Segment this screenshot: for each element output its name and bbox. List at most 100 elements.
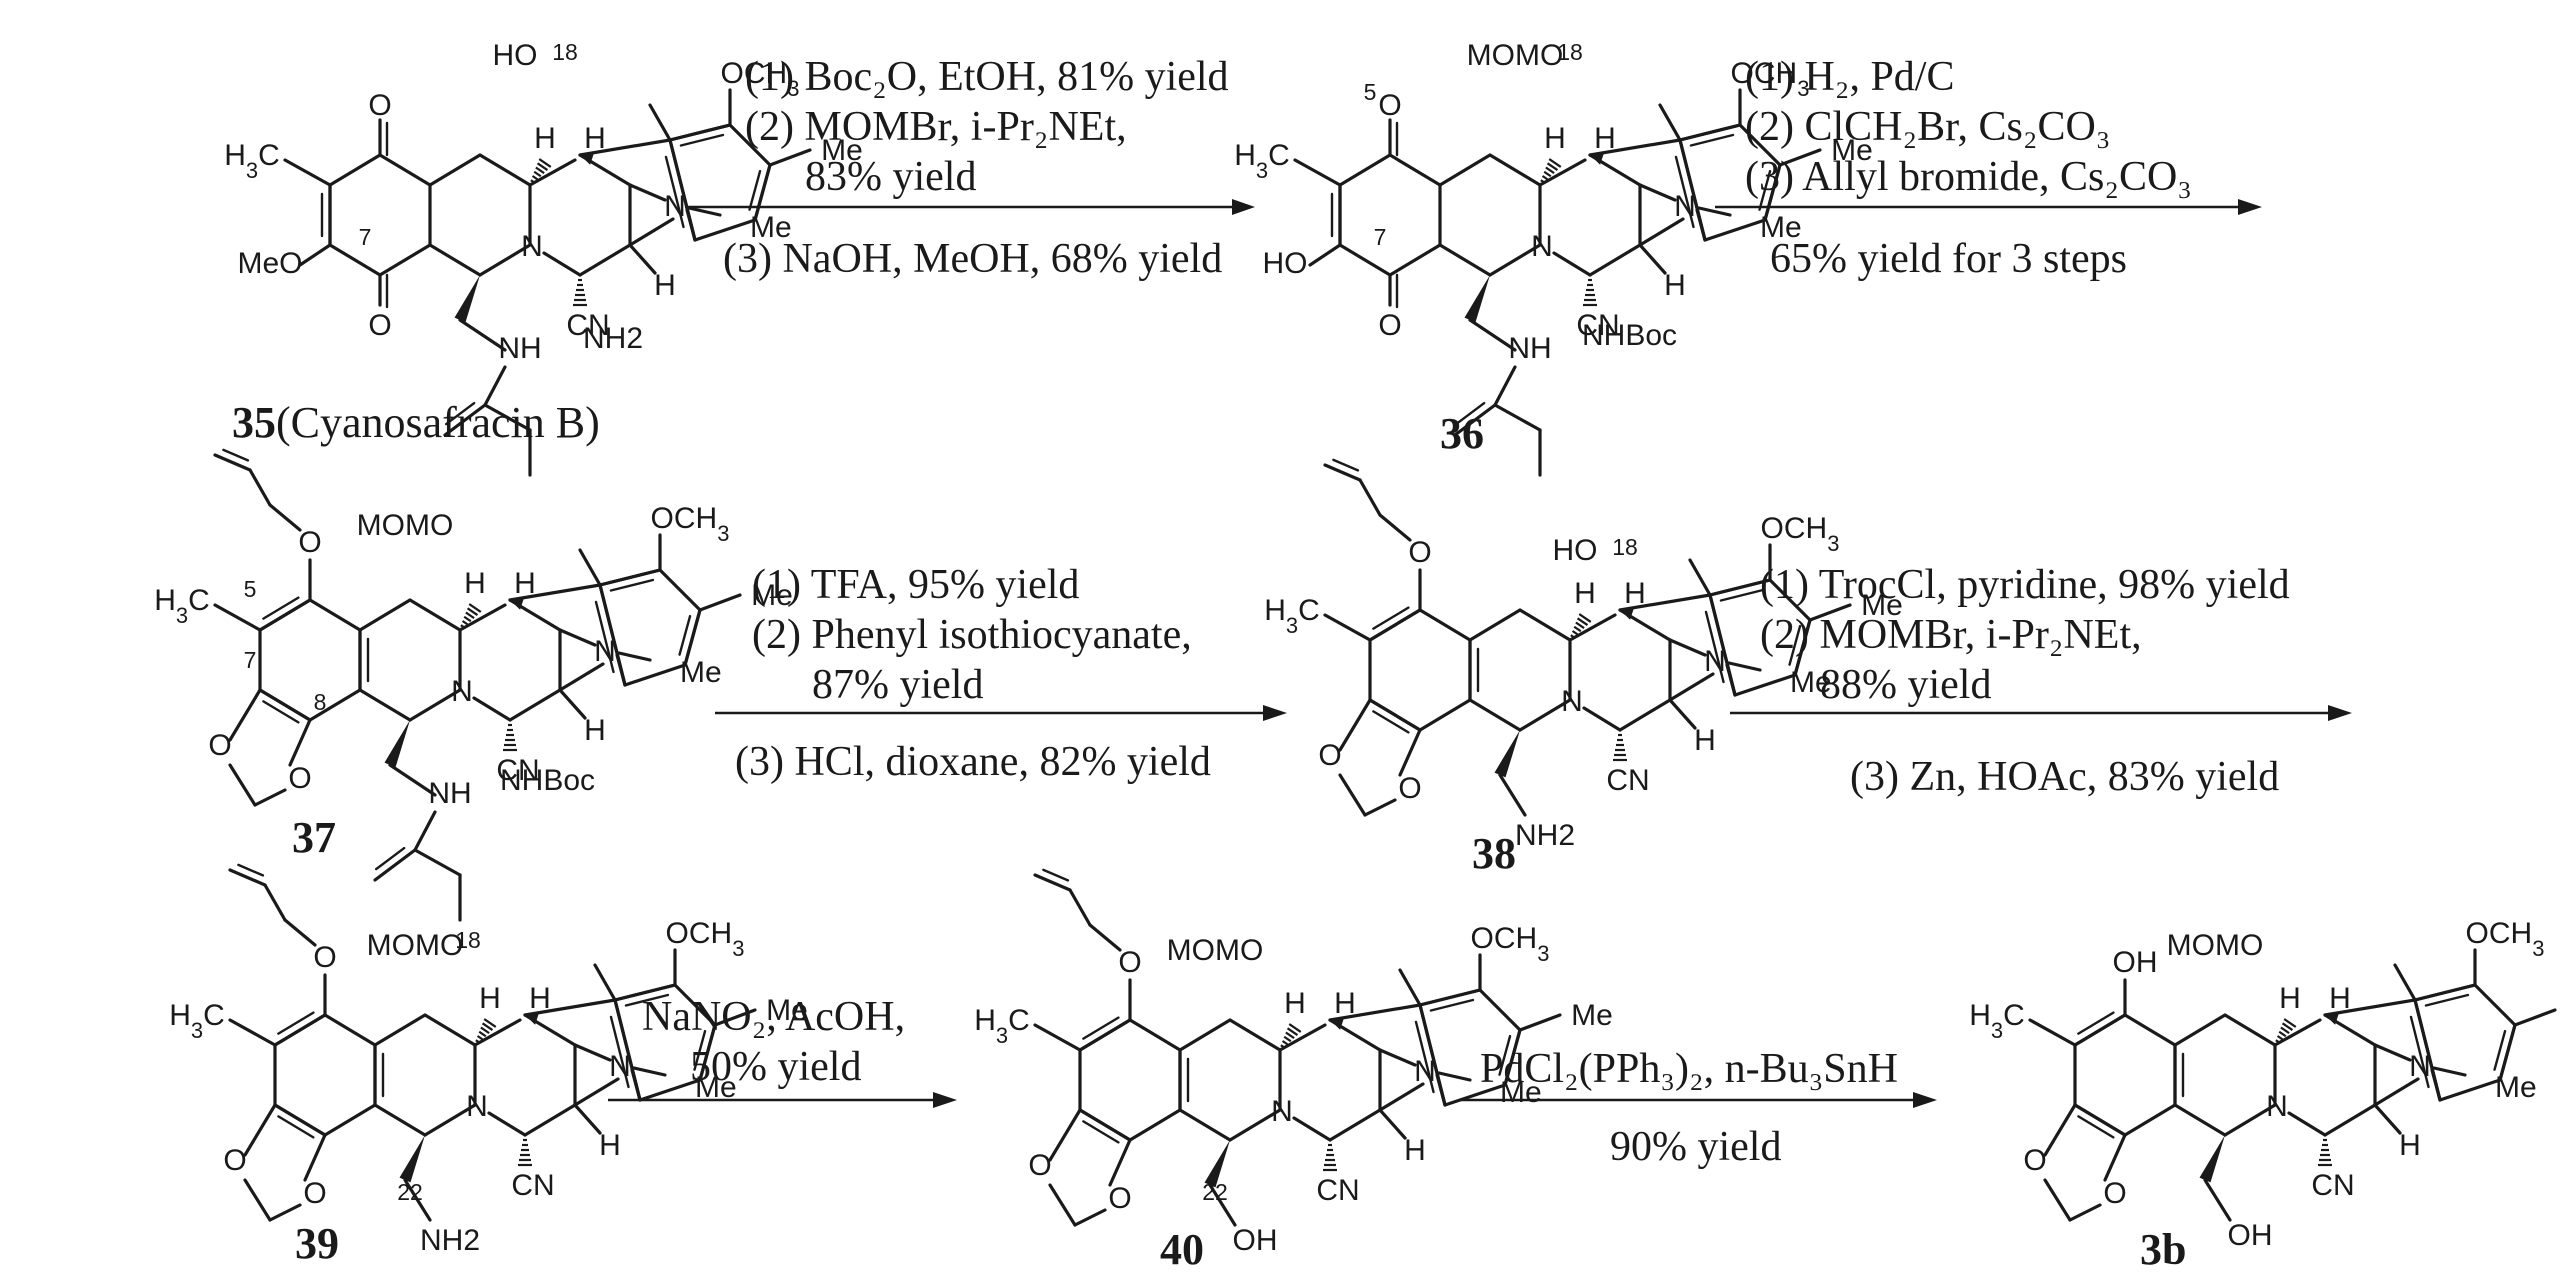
bond — [1588, 138, 1682, 157]
bond — [228, 868, 267, 887]
wedge-bond — [1330, 1018, 1344, 1030]
bond — [228, 688, 262, 742]
bond — [623, 663, 687, 687]
bond — [1768, 578, 1812, 622]
bond — [598, 568, 662, 587]
stereo-h: H — [584, 714, 606, 747]
condition-text: 90% yield — [1610, 1124, 1781, 1170]
atom-label: O — [298, 526, 321, 559]
reaction-arrow-3 — [715, 705, 1287, 721]
position-7: 7 — [359, 224, 372, 250]
bond — [1178, 1108, 1232, 1142]
bond — [458, 603, 507, 632]
atom-label: N — [521, 230, 543, 263]
bond — [668, 123, 732, 142]
bond — [2123, 1013, 2177, 1047]
bond — [664, 155, 685, 229]
bond — [308, 598, 362, 632]
hash-bond — [535, 166, 545, 175]
bond — [2430, 1068, 2442, 1102]
hash-bond — [460, 624, 465, 629]
bond — [2373, 1043, 2412, 1062]
atom-label: N — [2266, 1090, 2288, 1123]
hydroxyl-label: OH — [2228, 1219, 2273, 1252]
methoxy-label: MeO — [237, 247, 302, 280]
bond — [2073, 1013, 2127, 1047]
bond — [573, 1103, 602, 1135]
wedge-bond — [510, 598, 524, 610]
position-22: 22 — [397, 1179, 423, 1205]
n-methyl-label: Me — [695, 1071, 737, 1104]
reaction-arrow-1 — [685, 199, 1255, 215]
bond — [1518, 698, 1572, 732]
atom-label: O — [1108, 1182, 1131, 1215]
bond — [713, 1008, 757, 1027]
bond — [298, 243, 332, 267]
bond — [1719, 588, 1765, 602]
bond — [253, 788, 287, 807]
aryl-methyl-label: Me — [1861, 589, 1903, 622]
bond — [2424, 993, 2470, 1007]
conditions-step-5: NaNO₂, AcOH, 50% yield — [642, 994, 905, 1090]
bond — [473, 1018, 522, 1047]
bond — [288, 718, 312, 767]
reaction-arrow-4 — [1730, 705, 2352, 721]
bond — [373, 848, 417, 882]
atom-label: N — [1414, 1055, 1436, 1088]
bond — [678, 614, 692, 656]
position-18: 18 — [552, 39, 578, 65]
atom-label: OCH3 — [666, 917, 745, 961]
hash-bond — [481, 1022, 494, 1031]
compound-label-35: 35(Cyanosafracin B) — [232, 398, 600, 447]
bond — [698, 1023, 717, 1082]
bond — [2473, 983, 2517, 1027]
bond — [323, 1103, 377, 1137]
atom-label: O — [1408, 536, 1431, 569]
bond — [1228, 1018, 1282, 1052]
wedge-bond — [580, 153, 594, 165]
condition-text: 83% yield — [805, 154, 976, 200]
bond — [2409, 1015, 2430, 1089]
mom-ether-label: MOMO — [2167, 929, 2264, 962]
atom-label: N — [664, 190, 686, 223]
nitrile-label: CN — [1316, 1174, 1359, 1207]
hash-bond — [1576, 617, 1589, 626]
bond — [237, 863, 265, 877]
bond — [1435, 1073, 1447, 1107]
aryl-methyl-label: Me — [751, 579, 793, 612]
bond — [378, 153, 432, 187]
bond — [573, 1077, 620, 1107]
bond — [1733, 673, 1797, 697]
condition-text: 88% yield — [1820, 662, 1991, 708]
bond — [1414, 1020, 1435, 1094]
bond — [1378, 1108, 1407, 1140]
bond — [277, 1011, 315, 1035]
bond — [1443, 1083, 1507, 1107]
wedge-bond — [1494, 730, 1520, 778]
atom-label: N — [609, 1050, 631, 1083]
reaction-arrow-5 — [608, 1092, 957, 1108]
stereo-h: H — [599, 1129, 621, 1162]
wedge-bond — [1590, 153, 1604, 165]
atom-label: OCH3 — [2466, 917, 2545, 961]
nitrile-label: CN — [1606, 764, 1649, 797]
bond — [1689, 133, 1735, 147]
stereo-h: H — [2279, 982, 2301, 1015]
bond — [2323, 998, 2417, 1017]
atom-label: O — [1398, 772, 1421, 805]
atom-label: N — [2409, 1050, 2431, 1083]
bond — [628, 183, 667, 202]
hash-bond — [2283, 1018, 2297, 1028]
bond — [2123, 1103, 2177, 1137]
bond — [2068, 1203, 2102, 1222]
bond — [1488, 243, 1542, 277]
bond — [1618, 593, 1712, 612]
hash-bond — [1281, 1040, 1289, 1046]
bond — [1697, 206, 1732, 217]
bond — [628, 243, 657, 275]
bond — [1808, 603, 1852, 622]
bond — [1437, 1071, 1472, 1082]
bond — [443, 403, 487, 437]
bond — [213, 453, 252, 472]
